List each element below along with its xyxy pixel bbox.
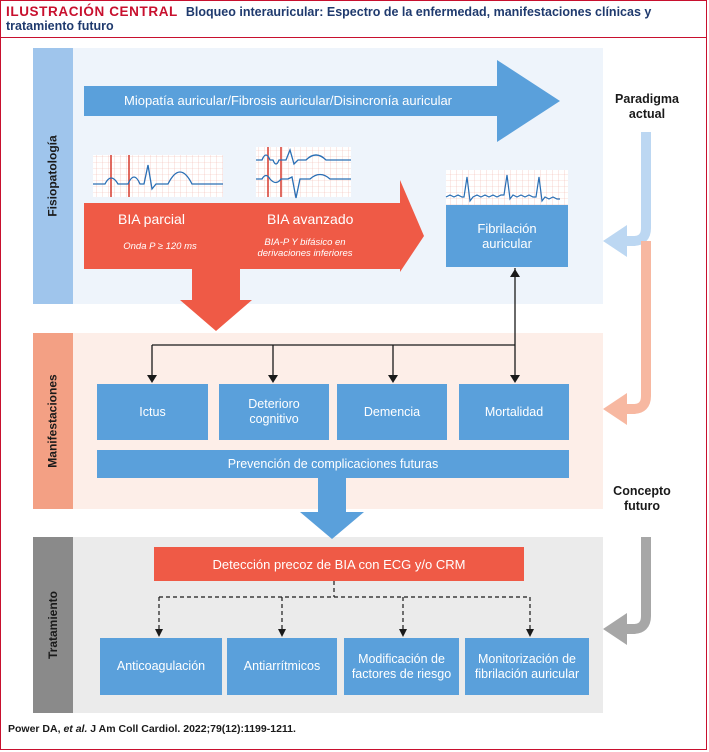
citation-footer: Power DA, et al. J Am Coll Cardiol. 2022… [8,723,296,735]
bia-parcial-label: BIA parcial [118,211,185,227]
paradigm-label: Paradigma actual [615,92,679,121]
bia-avanzado-sub: BIA-P Y bifásico en derivaciones inferio… [257,237,353,259]
treatment-box-risk-factors: Modificación de factores de riesgo [344,638,459,695]
manif-box-mortality: Mortalidad [459,384,569,440]
manif-box-ictus: Ictus [97,384,208,440]
top-arrow-shape [84,60,560,142]
manif-box-dementia: Demencia [337,384,447,440]
prevention-down-arrow [300,478,364,539]
footer-authors: Power DA, [8,723,61,735]
detection-box: Detección precoz de BIA con ECG y/o CRM [154,547,524,581]
future-gray-arrow [627,537,651,634]
tratamiento-side-tab: Tratamiento [33,537,73,713]
treatment-box-anticoag: Anticoagulación [100,638,222,695]
header-tag: ILUSTRACIÓN CENTRAL [6,4,178,19]
treatment-box-antiarrhythmic: Antiarrítmicos [227,638,337,695]
bia-avanzado-label: BIA avanzado [267,211,354,227]
treatment-box-af-monitoring: Monitorización de fibrilación auricular [465,638,589,695]
paradigm-peach-arrow [627,241,651,414]
header-title: Bloqueo interauricular: Espectro de la e… [6,5,652,33]
bia-red-arrow-shape [84,180,424,331]
top-arrow-label: Miopatía auricular/Fibrosis auricular/Di… [124,93,453,108]
footer-etal: et al. [63,723,88,735]
footer-citation: J Am Coll Cardiol. 2022;79(12):1199-1211… [90,723,296,735]
header-divider [0,37,707,38]
manif-box-cognitive: Deterioro cognitivo [219,384,329,440]
paradigm-blue-arrow [627,132,651,246]
ecg-strip-partial [93,155,223,197]
bia-parcial-sub: Onda P ≥ 120 ms [123,241,197,252]
manifestaciones-side-tab: Manifestaciones [33,333,73,509]
prevention-box: Prevención de complicaciones futuras [97,450,569,478]
fisiopatologia-side-tab: Fisiopatología [33,48,73,304]
future-concept-label: Concepto futuro [613,484,671,513]
ecg-strip-advanced [256,147,351,199]
fa-box: Fibrilación auricular [446,205,568,267]
ecg-strip-af [445,170,568,205]
